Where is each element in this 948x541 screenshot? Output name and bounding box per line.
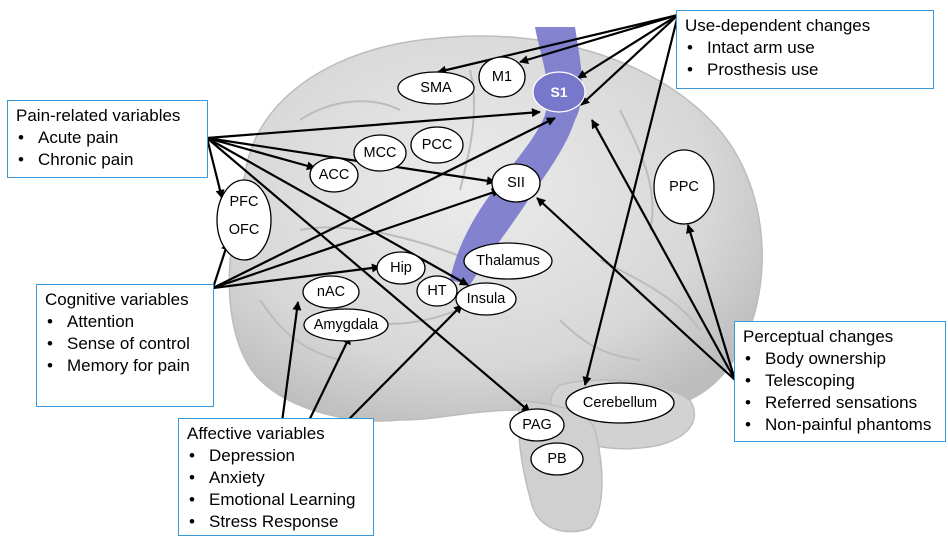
ppc-label: PPC <box>669 179 699 195</box>
list-item: Non-painful phantoms <box>743 414 943 436</box>
pain-related-list: Acute pain Chronic pain <box>16 127 199 171</box>
arrow-use-s1a <box>577 14 679 79</box>
list-item: Acute pain <box>16 127 199 149</box>
arrow-pain-insula <box>206 137 469 286</box>
arrow-cog-sii <box>212 188 501 290</box>
list-item: Anxiety <box>187 467 365 489</box>
pain-related-title: Pain-related variables <box>16 106 181 125</box>
affective-title: Affective variables <box>187 424 325 443</box>
list-item: Referred sensations <box>743 392 943 414</box>
cognitive-title: Cognitive variables <box>45 290 189 309</box>
thalamus-ellipse <box>463 242 553 280</box>
pcc-ellipse <box>410 126 464 164</box>
perceptual-list: Body ownership Telescoping Referred sens… <box>743 348 943 436</box>
arrow-use-sma <box>437 13 679 75</box>
use-dependent-title: Use-dependent changes <box>685 16 871 35</box>
affective-list: Depression Anxiety Emotional Learning St… <box>187 445 365 533</box>
pain-related-box: Pain-related variables Acute pain Chroni… <box>7 100 208 178</box>
arrow-cog-hip <box>212 263 381 290</box>
m1-ellipse <box>478 56 526 98</box>
pag-label: PAG <box>522 417 552 433</box>
ht-ellipse <box>416 275 458 307</box>
arrow-pain-pag <box>206 137 531 413</box>
cerebellum-label: Cerebellum <box>583 395 657 411</box>
thalamus-label: Thalamus <box>476 253 540 269</box>
list-item: Emotional Learning <box>187 489 365 511</box>
s1-label: S1 <box>550 84 567 100</box>
ht-label: HT <box>427 283 446 299</box>
list-item: Memory for pain <box>45 355 205 377</box>
cognitive-list: Attention Sense of control Memory for pa… <box>45 311 205 377</box>
list-item: Intact arm use <box>685 37 925 59</box>
arrows <box>205 13 737 498</box>
mcc-label: MCC <box>363 145 396 161</box>
sma-label: SMA <box>420 80 452 96</box>
insula-ellipse <box>455 282 517 316</box>
pfc-ofc-ellipse <box>216 179 272 261</box>
perceptual-box: Perceptual changes Body ownership Telesc… <box>734 321 946 442</box>
arrow-pain-sii <box>206 136 496 186</box>
sii-label: SII <box>507 175 525 191</box>
ppc-ellipse <box>653 149 715 225</box>
pfc-label: PFC <box>230 194 259 210</box>
use-dependent-list: Intact arm use Prosthesis use <box>685 37 925 81</box>
arrow-perc-sii <box>536 197 736 381</box>
pb-ellipse <box>530 442 584 476</box>
nac-ellipse <box>302 275 360 309</box>
hip-label: Hip <box>390 260 412 276</box>
arrow-use-s1b <box>580 14 679 106</box>
arrow-perc-ppc <box>686 224 737 381</box>
acc-ellipse <box>309 157 359 193</box>
arrow-use-cerebellum <box>582 14 680 386</box>
hip-ellipse <box>376 251 426 285</box>
insula-label: Insula <box>467 291 507 307</box>
list-item: Stress Response <box>187 511 365 533</box>
list-item: Attention <box>45 311 205 333</box>
mcc-ellipse <box>353 134 407 172</box>
sma-ellipse <box>397 71 475 105</box>
affective-box: Affective variables Depression Anxiety E… <box>178 418 374 536</box>
nac-label: nAC <box>317 284 345 300</box>
arrow-pain-pfc <box>205 137 225 199</box>
pcc-label: PCC <box>422 137 453 153</box>
list-item: Depression <box>187 445 365 467</box>
pag-ellipse <box>509 408 565 442</box>
list-item: Chronic pain <box>16 149 199 171</box>
amygdala-label: Amygdala <box>314 317 379 333</box>
list-item: Telescoping <box>743 370 943 392</box>
arrow-use-m1 <box>519 13 679 65</box>
s1-ellipse <box>532 71 586 113</box>
arrow-perc-s1 <box>591 119 736 381</box>
acc-label: ACC <box>319 167 350 183</box>
list-item: Prosthesis use <box>685 59 925 81</box>
ofc-label: OFC <box>229 222 260 238</box>
pb-label: PB <box>547 451 566 467</box>
region-labels: SMA M1 S1 MCC PCC ACC SII PFC OFC PPC Hi… <box>229 69 699 467</box>
arrow-pain-acc <box>206 136 316 171</box>
perceptual-title: Perceptual changes <box>743 327 894 346</box>
sii-ellipse <box>491 163 541 203</box>
arrow-cog-s1 <box>212 117 556 289</box>
list-item: Sense of control <box>45 333 205 355</box>
amygdala-ellipse <box>303 308 389 342</box>
cognitive-box: Cognitive variables Attention Sense of c… <box>36 284 214 407</box>
m1-label: M1 <box>492 69 512 85</box>
cerebellum-ellipse <box>565 382 675 424</box>
list-item: Body ownership <box>743 348 943 370</box>
region-ellipses <box>216 56 715 476</box>
arrow-pain-s1 <box>206 108 541 140</box>
use-dependent-box: Use-dependent changes Intact arm use Pro… <box>676 10 934 89</box>
